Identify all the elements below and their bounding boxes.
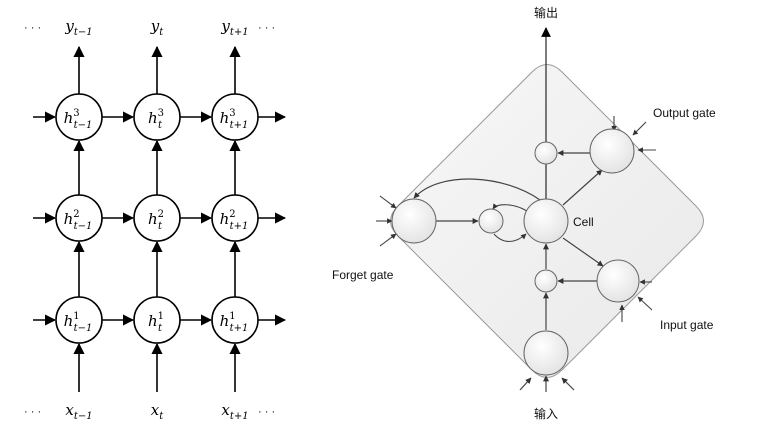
input-multiply-node [534,269,558,293]
forget-gate-node [391,198,437,244]
bottom-input-right-arrow [561,377,575,391]
output-in-arrow-2 [632,121,647,136]
rnn-input-label-1: xt [151,401,164,422]
rnn-bottom-left-ellipsis: · · · [24,406,41,418]
rnn-input-label-0: xt−1 [65,401,92,422]
rnn-bottom-right-ellipsis: · · · [258,406,275,418]
rnn-top-right-ellipsis: · · · [258,22,275,34]
rnn-node-layer-3-col-0 [55,93,103,141]
forget-multiply-node [478,208,504,234]
output-gate-label: Output gate [653,106,716,120]
forget-in-arrow-3 [379,233,397,247]
multiply-to-cell-bottom-curve [493,233,527,243]
forget-gate-label: Forget gate [332,268,394,282]
rnn-node-layer-2-col-2 [211,194,259,242]
rnn-node-layer-2-col-0 [55,194,103,242]
rnn-node-layer-2-col-1 [133,194,181,242]
rnn-node-layer-3-col-1 [133,93,181,141]
bottom-input-left-arrow [519,377,532,391]
cell-to-multiply-top-curve [492,203,528,212]
rnn-output-label-0: yt−1 [64,17,92,38]
output-multiply-node [534,141,558,165]
output-label: 输出 [534,5,558,20]
rnn-output-label-2: yt+1 [220,17,248,38]
rnn-node-layer-1-col-1 [133,296,181,344]
cell-node [523,198,569,244]
input-gate-in-arrow-2 [637,296,653,311]
rnn-node-layer-1-col-0 [55,296,103,344]
rnn-input-label-2: xt+1 [221,401,248,422]
input-gate-node [596,259,640,303]
input-gate-label: Input gate [660,318,714,332]
cell-to-output-gate [562,169,603,206]
input-to-input-gate [562,237,604,267]
rnn-output-label-1: yt [150,17,164,38]
lstm-cell-diagram: 输出 输入 Cell Forget gate Output gate Input… [332,5,716,421]
rnn-top-left-ellipsis: · · · [24,22,41,34]
rnn-node-layer-1-col-2 [211,296,259,344]
block-input-node [523,330,569,376]
cell-to-forget-gate-curve [413,178,541,201]
forget-in-arrow-1 [379,195,397,209]
rnn-node-layer-3-col-2 [211,93,259,141]
output-gate-node [589,128,635,174]
cell-label: Cell [573,215,594,229]
input-label: 输入 [534,406,558,421]
